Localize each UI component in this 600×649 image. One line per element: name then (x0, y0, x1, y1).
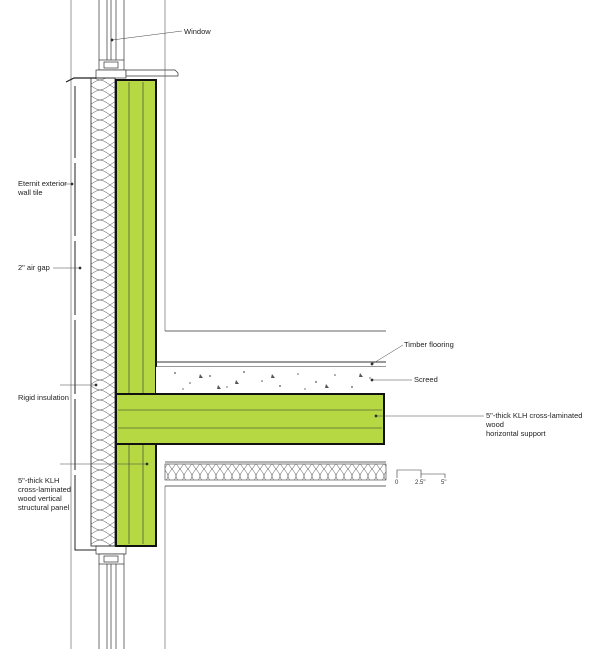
label-eternit-wall-tile: Eternit exterior wall tile (18, 179, 67, 197)
label-timber-flooring: Timber flooring (404, 340, 454, 349)
scale-label-end: 5" (441, 480, 447, 486)
eternit-wall-tile (65, 0, 96, 649)
ceiling-insulation (164, 461, 387, 487)
label-air-gap: 2" air gap (18, 263, 50, 272)
scale-bar (396, 469, 446, 478)
window-frame (95, 0, 179, 79)
label-screed: Screed (414, 375, 438, 384)
floor-build-up (156, 330, 386, 394)
klh-vertical-panel (115, 0, 166, 649)
scale-label-zero: 0 (395, 480, 399, 486)
label-horizontal-support: 5"-thick KLH cross-laminated wood horizo… (486, 411, 583, 438)
label-rigid-insulation: Rigid insulation (18, 393, 69, 402)
leader-lines (53, 30, 484, 466)
scale-label-mid: 2.5" (415, 480, 426, 486)
label-window: Window (184, 27, 211, 36)
label-vertical-panel: 5"-thick KLH cross-laminated wood vertic… (18, 476, 71, 512)
lower-window-frame (95, 545, 127, 649)
screed-aggregate (174, 371, 371, 390)
rigid-insulation (90, 77, 116, 547)
klh-horizontal-support (115, 393, 385, 445)
